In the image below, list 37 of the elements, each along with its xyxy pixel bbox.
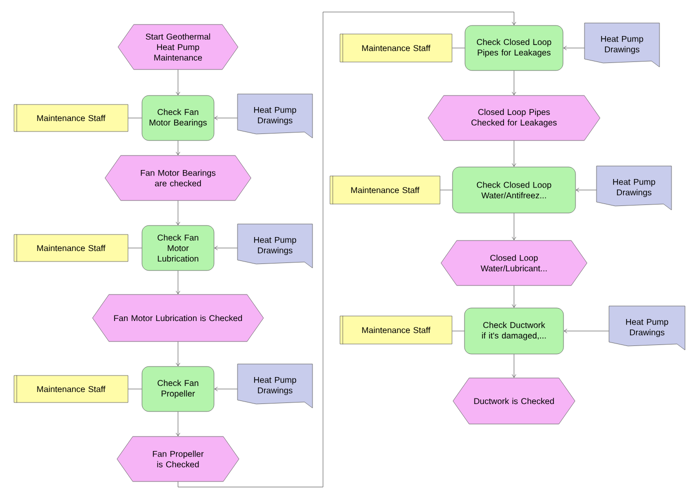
- connector: [512, 213, 516, 240]
- role-box: Maintenance Staff: [330, 176, 440, 204]
- task-box: Check Fan Motor Bearings: [142, 95, 214, 141]
- connector: [564, 328, 609, 334]
- connector: [214, 116, 238, 120]
- connector: [512, 140, 516, 167]
- connector: [512, 286, 516, 308]
- connector: [563, 46, 584, 50]
- connector: [452, 330, 464, 332]
- connector: [176, 140, 180, 156]
- connector: [176, 342, 180, 366]
- event-hexagon: Ductwork is Checked: [452, 378, 576, 424]
- connector: [214, 386, 238, 392]
- role-box: Maintenance Staff: [340, 316, 452, 344]
- connector: [512, 354, 516, 378]
- connector: [128, 388, 142, 390]
- task-box: Check Closed Loop Water/Antifreez...: [452, 166, 576, 214]
- role-box: Maintenance Staff: [14, 104, 128, 132]
- role-box: Maintenance Staff: [14, 234, 128, 262]
- task-box: Check Fan Propeller: [142, 366, 214, 412]
- connector: [176, 412, 180, 436]
- connector: [512, 70, 516, 96]
- connector: [176, 200, 180, 226]
- event-hexagon: Fan Motor Lubrication is Checked: [92, 294, 264, 342]
- connector: [178, 12, 516, 488]
- task-box: Check Closed Loop Pipes for Leakages: [464, 25, 564, 71]
- event-hexagon: Start Geothermal Heat Pump Maintenance: [118, 24, 238, 70]
- connector: [176, 270, 180, 294]
- connector: [576, 188, 596, 192]
- connector: [176, 70, 180, 96]
- connector: [214, 246, 238, 250]
- role-box: Maintenance Staff: [340, 34, 452, 62]
- task-box: Check Fan Motor Lubrication: [142, 225, 214, 271]
- event-hexagon: Closed Loop Pipes Checked for Leakages: [428, 95, 600, 141]
- role-box: Maintenance Staff: [14, 375, 128, 403]
- event-hexagon: Fan Propeller is Checked: [116, 436, 240, 482]
- task-box: Check Ductwork if it's damaged,...: [464, 308, 564, 354]
